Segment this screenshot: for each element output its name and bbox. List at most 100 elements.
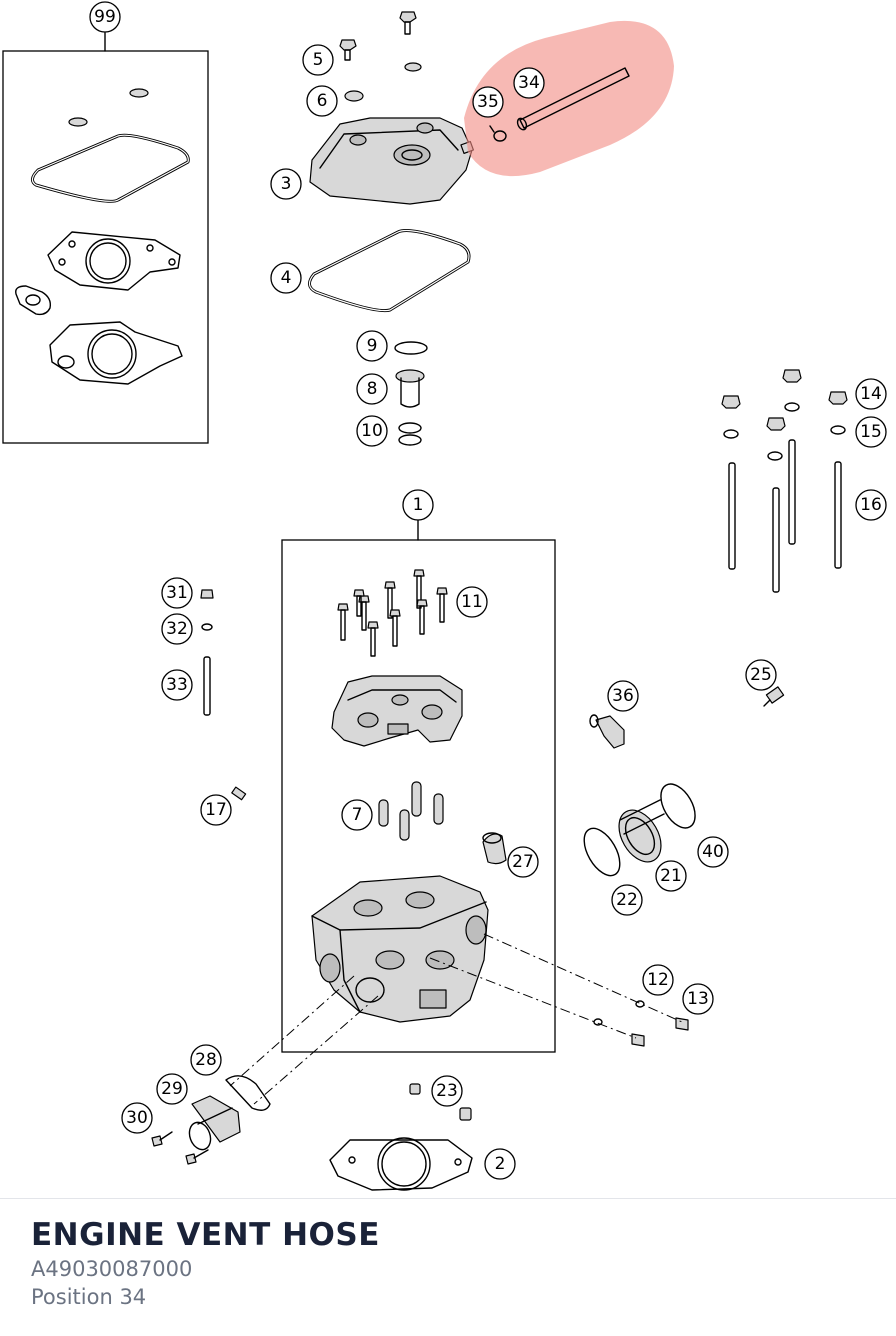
callout-31[interactable]: 31: [161, 577, 193, 609]
svg-text:99: 99: [94, 7, 116, 27]
sleeve-part: [482, 832, 507, 865]
camshaft-carrier-part: [331, 675, 463, 747]
svg-text:6: 6: [317, 91, 328, 111]
callout-1[interactable]: 1: [402, 489, 434, 521]
callout-34[interactable]: 34: [513, 67, 545, 99]
svg-text:27: 27: [512, 852, 534, 872]
callout-30[interactable]: 30: [121, 1102, 153, 1134]
svg-text:3: 3: [281, 174, 292, 194]
head-bolts-part: [337, 569, 448, 657]
callout-15[interactable]: 15: [855, 416, 887, 448]
callout-21[interactable]: 21: [655, 860, 687, 892]
callout-12[interactable]: 12: [642, 964, 674, 996]
grommet-part: [404, 62, 422, 72]
svg-text:5: 5: [313, 50, 324, 70]
svg-text:33: 33: [166, 675, 188, 695]
callout-28[interactable]: 28: [190, 1044, 222, 1076]
callout-29[interactable]: 29: [156, 1073, 188, 1105]
temperature-sensor-part: [763, 686, 785, 707]
svg-text:36: 36: [612, 686, 634, 706]
intake-clamp-40-part: [660, 783, 696, 829]
svg-text:23: 23: [436, 1081, 458, 1101]
cylinder-head-part: [311, 875, 489, 1023]
callout-40[interactable]: 40: [697, 836, 729, 868]
callout-25[interactable]: 25: [745, 659, 777, 691]
valve-cover-part: [309, 117, 475, 205]
callout-6[interactable]: 6: [306, 85, 338, 117]
seal-ring-part: [394, 341, 428, 355]
callout-33[interactable]: 33: [161, 669, 193, 701]
callout-99[interactable]: 99: [89, 1, 121, 33]
callout-35[interactable]: 35: [472, 86, 504, 118]
callout-4[interactable]: 4: [270, 262, 302, 294]
callout-3[interactable]: 3: [270, 168, 302, 200]
intake-flange-21-part: [618, 799, 665, 863]
callout-9[interactable]: 9: [356, 330, 388, 362]
intake-flange-gasket-28-part: [225, 1075, 271, 1111]
callout-14[interactable]: 14: [855, 378, 887, 410]
highlight-region: [464, 20, 674, 177]
cylinder-studs-part: [721, 369, 848, 593]
svg-text:32: 32: [166, 619, 188, 639]
bolts-30-part: [151, 1131, 209, 1165]
svg-text:15: 15: [860, 422, 882, 442]
nut-31-part: [200, 589, 214, 599]
svg-text:22: 22: [616, 890, 638, 910]
svg-text:25: 25: [750, 665, 772, 685]
o-rings-part: [398, 422, 422, 446]
washers-bolts-12-13-part: [593, 1000, 689, 1047]
parts-diagram: 99 5 6 3 34 35 4 9 8 10 14 15 16 1 11 31…: [2, 1, 887, 1191]
callout-13[interactable]: 13: [682, 983, 714, 1015]
gasket-kit-group: [2, 32, 209, 444]
callout-32[interactable]: 32: [161, 613, 193, 645]
svg-text:31: 31: [166, 583, 188, 603]
vent-hose-part: [516, 67, 630, 131]
intake-clamp-22-part: [583, 827, 621, 877]
callout-2[interactable]: 2: [484, 1148, 516, 1180]
svg-text:30: 30: [126, 1108, 148, 1128]
svg-text:34: 34: [518, 73, 540, 93]
svg-text:9: 9: [367, 336, 378, 356]
stud-33-part: [203, 656, 211, 716]
grommet-6-part: [344, 90, 364, 102]
callout-5[interactable]: 5: [302, 44, 334, 76]
dowel-part: [459, 1107, 472, 1121]
callout-16[interactable]: 16: [855, 489, 887, 521]
svg-text:7: 7: [352, 805, 363, 825]
washer-32-part: [201, 623, 213, 631]
callout-22[interactable]: 22: [611, 884, 643, 916]
svg-text:4: 4: [281, 268, 292, 288]
cylinder-head-assembly-group: [281, 519, 556, 1053]
svg-text:35: 35: [477, 92, 499, 112]
part-number: A49030087000: [31, 1257, 193, 1281]
svg-text:13: 13: [687, 989, 709, 1009]
svg-text:14: 14: [860, 384, 882, 404]
svg-text:8: 8: [367, 379, 378, 399]
svg-text:29: 29: [161, 1079, 183, 1099]
callout-10[interactable]: 10: [356, 415, 388, 447]
svg-text:40: 40: [702, 842, 724, 862]
svg-text:12: 12: [647, 970, 669, 990]
callout-36[interactable]: 36: [607, 680, 639, 712]
hose-clamp-part: [489, 125, 507, 142]
svg-text:2: 2: [495, 1154, 506, 1174]
part-title: ENGINE VENT HOSE: [31, 1217, 380, 1253]
sensor-17-part: [231, 786, 247, 801]
svg-text:21: 21: [660, 866, 682, 886]
svg-text:17: 17: [205, 800, 227, 820]
svg-text:1: 1: [413, 495, 424, 515]
callout-11[interactable]: 11: [456, 586, 488, 618]
callout-23[interactable]: 23: [431, 1075, 463, 1107]
part-position: Position 34: [31, 1285, 147, 1309]
intake-flange-29-part: [188, 1095, 241, 1151]
callout-7[interactable]: 7: [341, 799, 373, 831]
bolt-5-part: [339, 39, 357, 61]
assembly-lines: [229, 933, 683, 1105]
valve-guides-part: [378, 781, 444, 841]
callout-17[interactable]: 17: [200, 794, 232, 826]
callout-27[interactable]: 27: [507, 846, 539, 878]
callout-8[interactable]: 8: [356, 373, 388, 405]
dowel-part: [409, 1083, 421, 1095]
svg-text:10: 10: [361, 421, 383, 441]
svg-text:16: 16: [860, 495, 882, 515]
